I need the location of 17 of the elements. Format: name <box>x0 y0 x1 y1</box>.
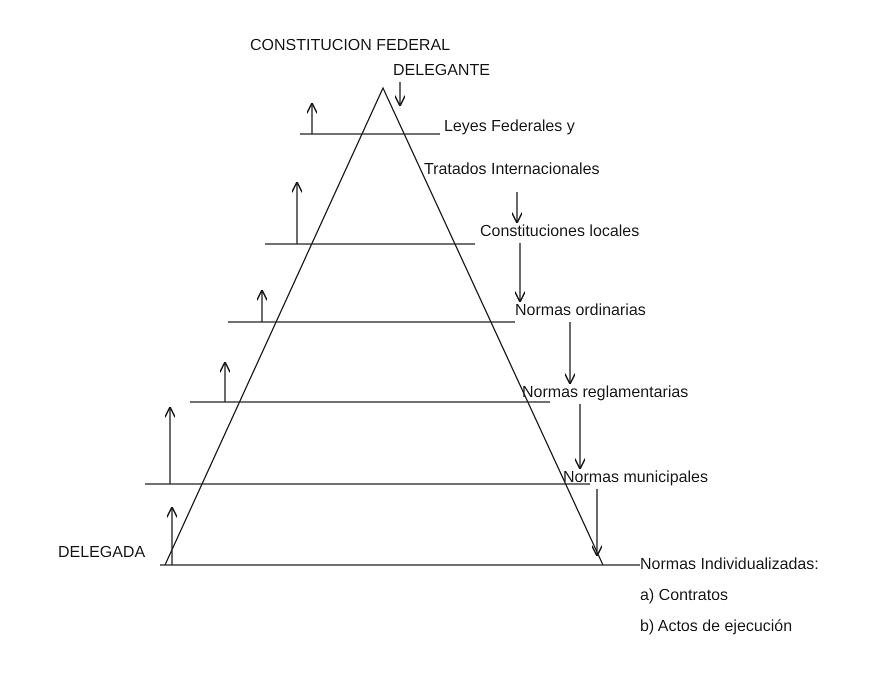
level-label: b) Actos de ejecución <box>640 617 794 637</box>
arrow <box>574 404 586 470</box>
pyramid-label: DELEGADA <box>58 543 146 563</box>
arrow <box>591 489 603 557</box>
arrow <box>394 82 406 107</box>
arrow <box>511 192 523 224</box>
level-label: Normas reglamentarias <box>522 383 690 403</box>
title: CONSTITUCION FEDERAL <box>250 36 450 56</box>
level-label: Normas Individualizadas: <box>640 555 820 575</box>
level-label: Normas municipales <box>563 468 709 488</box>
arrow <box>564 322 576 385</box>
level-label: Constituciones locales <box>480 222 640 242</box>
level-label: DELEGANTE <box>393 61 491 81</box>
level-label: Leyes Federales y Tratados Internacionales <box>424 117 601 180</box>
level-label: a) Contratos <box>640 586 730 606</box>
level-label: Normas ordinarias <box>515 301 647 321</box>
arrow <box>514 243 526 303</box>
